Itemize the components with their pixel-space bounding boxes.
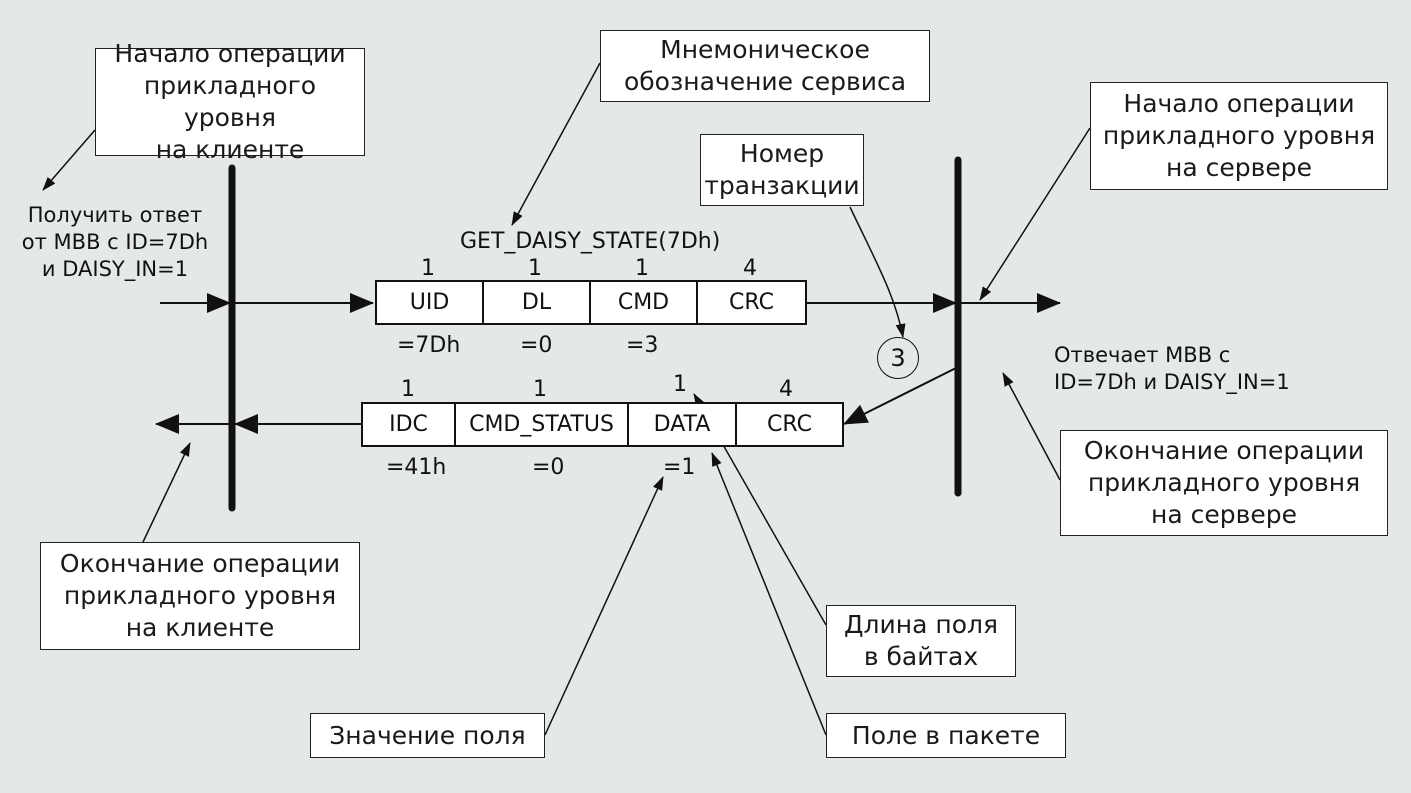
request-field-cmd: CMD bbox=[591, 282, 698, 323]
pointer-end-client bbox=[142, 442, 191, 543]
client-request-note: Получить ответ от МВВ с ID=7Dh и DAISY_I… bbox=[21, 203, 209, 281]
response-arrow-from-server bbox=[843, 367, 957, 425]
response-length-crc: 4 bbox=[779, 377, 793, 402]
callout-mnemonic: Мнемоническое обозначение сервиса bbox=[600, 30, 930, 102]
response-field-idc: IDC bbox=[363, 404, 456, 445]
response-length-cmd-status: 1 bbox=[533, 377, 547, 402]
callout-end-client: Окончание операции прикладного уровня на… bbox=[40, 542, 360, 650]
pointer-mnemonic bbox=[511, 62, 601, 226]
callout-field-length: Длина поля в байтах bbox=[826, 605, 1016, 677]
pointer-field-value bbox=[544, 476, 664, 736]
request-field-uid: UID bbox=[377, 282, 484, 323]
request-packet: UID DL CMD CRC bbox=[375, 280, 807, 325]
pointer-start-server bbox=[979, 127, 1091, 301]
service-name: GET_DAISY_STATE(7Dh) bbox=[460, 229, 721, 254]
pointer-packet-field bbox=[711, 452, 827, 736]
request-length-dl: 1 bbox=[528, 256, 542, 281]
response-packet: IDC CMD_STATUS DATA CRC bbox=[361, 402, 844, 447]
request-field-crc: CRC bbox=[729, 290, 774, 315]
callout-end-server: Окончание операции прикладного уровня на… bbox=[1060, 430, 1388, 536]
request-value-cmd: =3 bbox=[626, 333, 659, 358]
callout-field-value: Значение поля bbox=[310, 713, 545, 758]
response-field-cmd-status: CMD_STATUS bbox=[456, 404, 629, 445]
response-value-data: =1 bbox=[663, 455, 696, 480]
request-value-dl: =0 bbox=[520, 333, 553, 358]
request-field-dl: DL bbox=[484, 282, 591, 323]
response-length-data: 1 bbox=[673, 372, 687, 397]
pointer-start-client bbox=[42, 129, 96, 191]
response-field-crc: CRC bbox=[767, 412, 812, 437]
request-length-crc: 4 bbox=[743, 256, 757, 281]
response-value-cmd-status: =0 bbox=[532, 455, 565, 480]
response-field-data: DATA bbox=[629, 404, 737, 445]
server-response-note: Отвечает МВВ с ID=7Dh и DAISY_IN=1 bbox=[1054, 343, 1290, 394]
response-value-idc: =41h bbox=[386, 455, 447, 480]
request-length-uid: 1 bbox=[421, 256, 435, 281]
callout-start-server: Начало операции прикладного уровня на се… bbox=[1090, 82, 1388, 190]
callout-packet-field: Поле в пакете bbox=[826, 713, 1066, 758]
transaction-number: 3 bbox=[877, 337, 919, 379]
request-value-uid: =7Dh bbox=[397, 333, 461, 358]
pointer-end-server bbox=[1002, 372, 1061, 481]
callout-start-client: Начало операции прикладного уровня на кл… bbox=[95, 39, 365, 164]
callout-transaction: Номер транзакции bbox=[700, 134, 864, 206]
response-length-idc: 1 bbox=[401, 377, 415, 402]
pointer-transaction bbox=[849, 206, 906, 338]
request-length-cmd: 1 bbox=[635, 256, 649, 281]
